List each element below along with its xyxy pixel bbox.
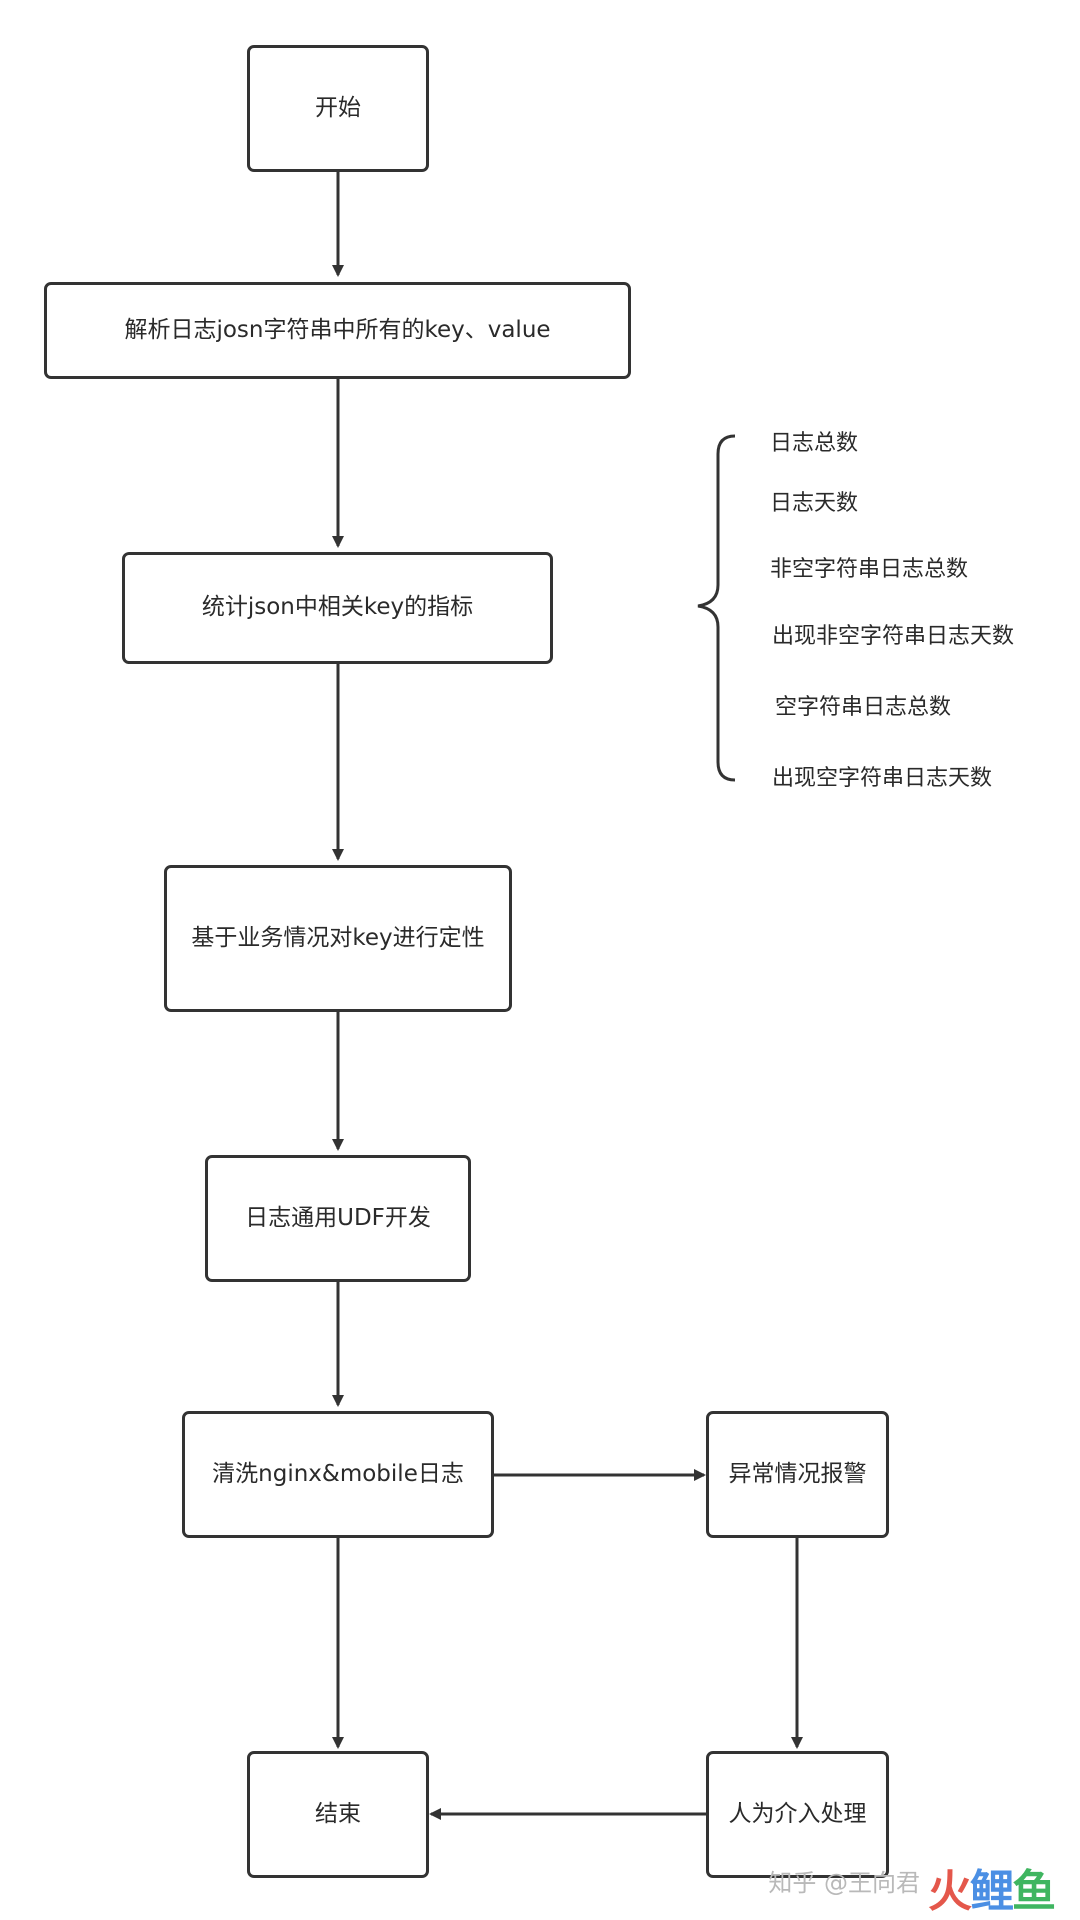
node-start: 开始 bbox=[247, 45, 429, 172]
metric-empty-days: 出现空字符串日志天数 bbox=[772, 766, 993, 791]
node-parse-json: 解析日志josn字符串中所有的key、value bbox=[44, 282, 631, 379]
watermark-logo: 火鲤鱼 bbox=[928, 1866, 1056, 1917]
node-udf-development: 日志通用UDF开发 bbox=[205, 1155, 471, 1282]
node-manual-handling: 人为介入处理 bbox=[706, 1751, 889, 1878]
node-compute-metrics: 统计json中相关key的指标 bbox=[122, 552, 553, 664]
metric-nonempty-days: 出现非空字符串日志天数 bbox=[772, 624, 1015, 649]
metrics-brace bbox=[697, 434, 736, 782]
metric-log-total: 日志总数 bbox=[770, 431, 859, 456]
node-clean-logs: 清洗nginx&mobile日志 bbox=[182, 1411, 494, 1538]
watermark: 知乎 @王向君 火鲤鱼 bbox=[768, 1854, 1056, 1917]
metric-nonempty-total: 非空字符串日志总数 bbox=[770, 557, 969, 582]
metric-log-days: 日志天数 bbox=[770, 491, 859, 516]
node-qualify-keys: 基于业务情况对key进行定性 bbox=[164, 865, 512, 1012]
node-exception-alert: 异常情况报警 bbox=[706, 1411, 889, 1538]
node-end: 结束 bbox=[247, 1751, 429, 1878]
metric-empty-total: 空字符串日志总数 bbox=[775, 695, 952, 720]
watermark-text: 知乎 @王向君 bbox=[768, 1869, 920, 1897]
